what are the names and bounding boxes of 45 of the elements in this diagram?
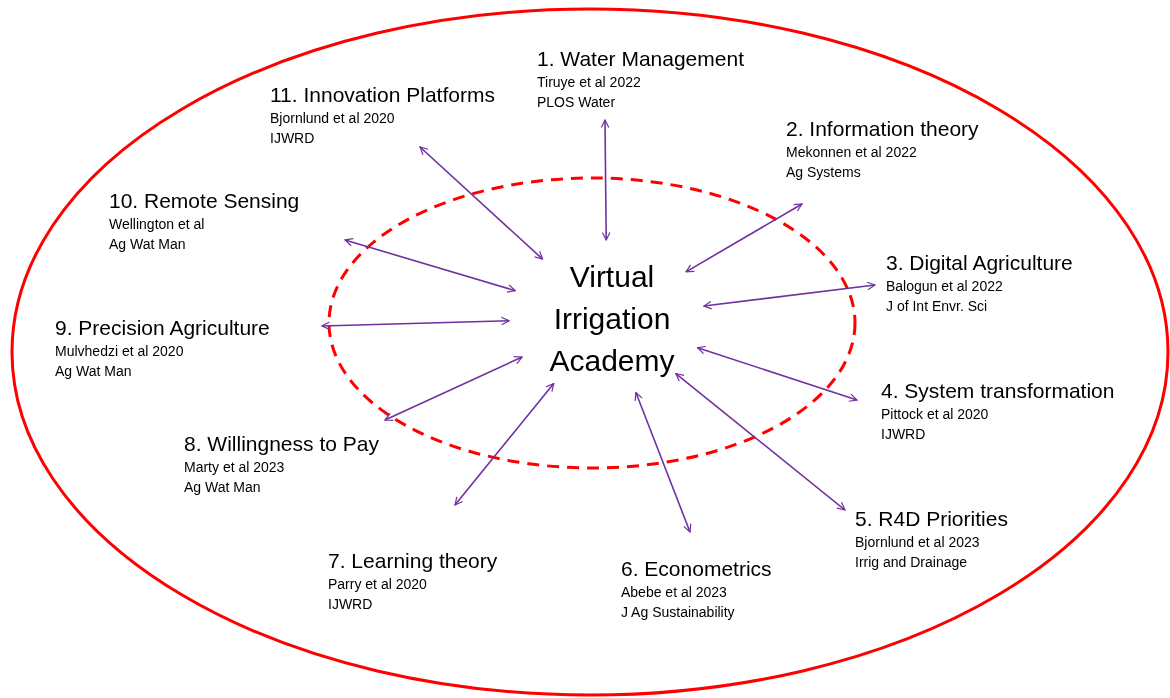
citation-text: Ag Wat Man	[109, 235, 187, 254]
topic-heading: 11. Innovation Platforms	[270, 82, 495, 108]
citation-text: J Ag Sustainability	[621, 603, 736, 622]
citation-text: Bjornlund et al 2023	[855, 533, 981, 552]
citation-text: Marty et al 2023	[184, 458, 286, 477]
citation-text: Bjornlund et al 2020	[270, 109, 396, 128]
topic-heading: 3. Digital Agriculture	[886, 250, 1073, 276]
citation-text: IJWRD	[328, 595, 374, 614]
double-arrow	[685, 203, 803, 273]
topic-heading: 2. Information theory	[786, 116, 979, 142]
citation-text: Mekonnen et al 2022	[786, 143, 918, 162]
citation-text: Ag Wat Man	[184, 478, 262, 497]
citation-text: Tiruye et al 2022	[537, 73, 642, 92]
citation-text: Parry et al 2020	[328, 575, 428, 594]
double-arrow	[321, 316, 510, 331]
topic-heading: 1. Water Management	[537, 46, 744, 72]
double-arrow	[634, 391, 692, 533]
topic-heading: 10. Remote Sensing	[109, 188, 300, 214]
citation-text: IJWRD	[270, 129, 316, 148]
double-arrow	[600, 119, 611, 241]
topic-heading: 6. Econometrics	[621, 556, 772, 582]
double-arrow	[703, 281, 876, 310]
double-arrow	[454, 382, 555, 506]
citation-text: Mulvhedzi et al 2020	[55, 342, 185, 361]
double-arrow	[696, 345, 858, 402]
double-arrow	[419, 146, 544, 260]
citation-text: Irrig and Drainage	[855, 553, 969, 572]
citation-text: J of Int Envr. Sci	[886, 297, 989, 316]
double-arrow	[344, 237, 516, 293]
citation-text: IJWRD	[881, 425, 927, 444]
topic-heading: 5. R4D Priorities	[855, 506, 1008, 532]
citation-text: Wellington et al	[109, 215, 206, 234]
citation-text: Ag Systems	[786, 163, 862, 182]
citation-text: Ag Wat Man	[55, 362, 133, 381]
double-arrow	[384, 356, 523, 421]
topic-heading: 7. Learning theory	[328, 548, 498, 574]
center-title: Virtual Irrigation Academy	[537, 256, 687, 382]
topic-heading: 4. System transformation	[881, 378, 1115, 404]
citation-text: Balogun et al 2022	[886, 277, 1004, 296]
topic-heading: 9. Precision Agriculture	[55, 315, 270, 341]
citation-text: Pittock et al 2020	[881, 405, 990, 424]
topic-heading: 8. Willingness to Pay	[184, 431, 379, 457]
citation-text: PLOS Water	[537, 93, 617, 112]
citation-text: Abebe et al 2023	[621, 583, 728, 602]
double-arrow	[675, 372, 846, 511]
